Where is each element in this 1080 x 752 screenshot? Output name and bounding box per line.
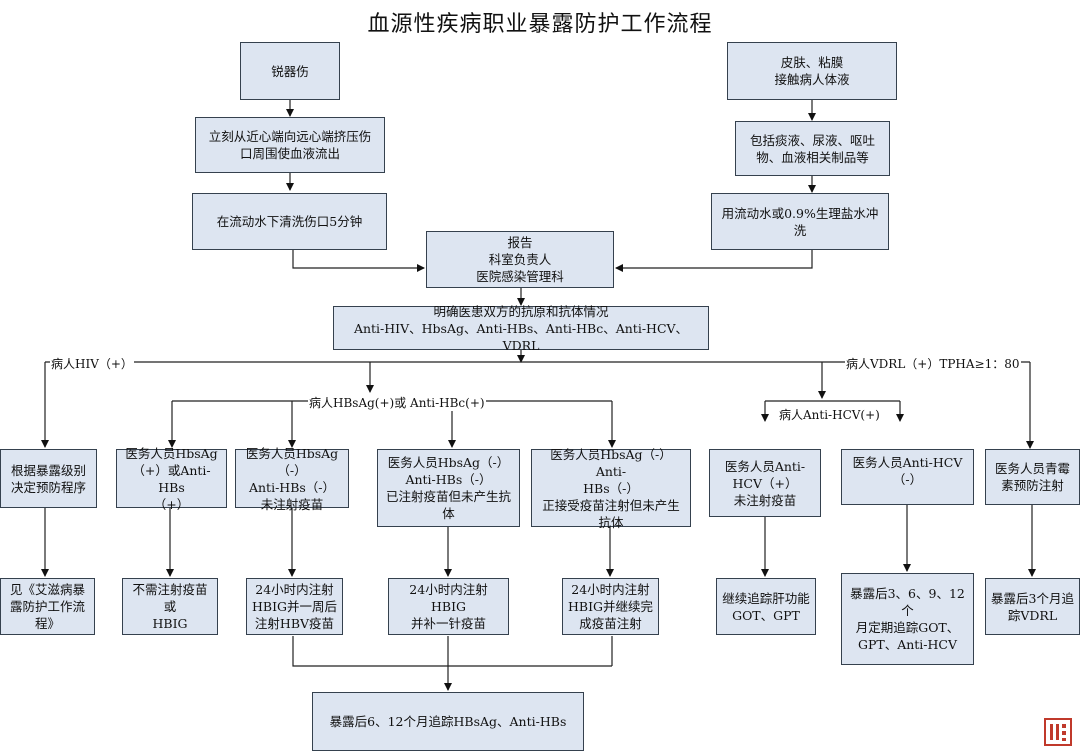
node-vdrl-followup: 暴露后3个月追 踪VDRL	[985, 578, 1080, 635]
node-squeeze-wound: 立刻从近心端向远心端挤压伤 口周围使血液流出	[195, 117, 385, 173]
node-hcv-unvaccinated: 医务人员Anti- HCV（+） 未注射疫苗	[709, 449, 821, 517]
node-hbig-complete: 24小时内注射 HBIG并继续完 成疫苗注射	[562, 578, 659, 635]
node-skin-mucosa: 皮肤、粘膜 接触病人体液	[727, 42, 897, 100]
page-title: 血源性疾病职业暴露防护工作流程	[367, 12, 713, 37]
label-hcv-positive: 病人Anti-HCV(+)	[778, 406, 881, 423]
node-vdrl-penicillin: 医务人员青霉 素预防注射	[985, 449, 1080, 505]
node-clarify: 明确医患双方的抗原和抗体情况 Anti-HIV、HbsAg、Anti-HBs、A…	[333, 304, 709, 353]
node-no-vaccine: 不需注射疫苗 或 HBIG	[122, 578, 218, 635]
node-body-fluids: 包括痰液、尿液、呕吐 物、血液相关制品等	[735, 121, 890, 176]
node-wash-wound: 在流动水下清洗伤口5分钟	[192, 193, 387, 250]
node-liver-function: 继续追踪肝功能 GOT、GPT	[716, 578, 816, 635]
node-hcv-negative: 医务人员Anti-HCV （-）	[841, 449, 974, 505]
node-hbv-no-antibody: 医务人员HbsAg（-） Anti-HBs（-） 已注射疫苗但未产生抗 体	[377, 449, 520, 527]
label-hiv-positive: 病人HIV（+）	[50, 355, 134, 372]
node-hiv-decide: 根据暴露级别 决定预防程序	[0, 449, 97, 508]
node-hbig-booster: 24小时内注射HBIG 并补一针疫苗	[388, 578, 509, 635]
node-hbv-positive: 医务人员HbsAg （+）或Anti-HBs （+）	[116, 446, 227, 512]
node-hbv-in-progress: 医务人员HbsAg（-）Anti- HBs（-） 正接受疫苗注射但未产生 抗体	[531, 447, 691, 530]
node-hcv-followup: 暴露后3、6、9、12个 月定期追踪GOT、 GPT、Anti-HCV	[841, 573, 974, 665]
node-rinse-saline: 用流动水或0.9%生理盐水冲洗	[711, 193, 889, 250]
seal-stamp-icon	[1044, 718, 1072, 746]
node-hbs-followup: 暴露后6、12个月追踪HBsAg、Anti-HBs	[312, 692, 584, 751]
node-hbig-one-week: 24小时内注射 HBIG并一周后 注射HBV疫苗	[246, 578, 343, 635]
node-sharp-injury: 锐器伤	[240, 42, 340, 100]
node-hbv-unvaccinated: 医务人员HbsAg（-） Anti-HBs（-） 未注射疫苗	[235, 446, 349, 512]
node-hiv-see: 见《艾滋病暴 露防护工作流 程》	[0, 578, 95, 635]
label-hbsag-positive: 病人HBsAg(+)或 Anti-HBc(+)	[308, 394, 486, 411]
node-report: 报告 科室负责人 医院感染管理科	[426, 231, 614, 288]
label-vdrl-positive: 病人VDRL（+）TPHA≥1：80	[845, 355, 1021, 372]
